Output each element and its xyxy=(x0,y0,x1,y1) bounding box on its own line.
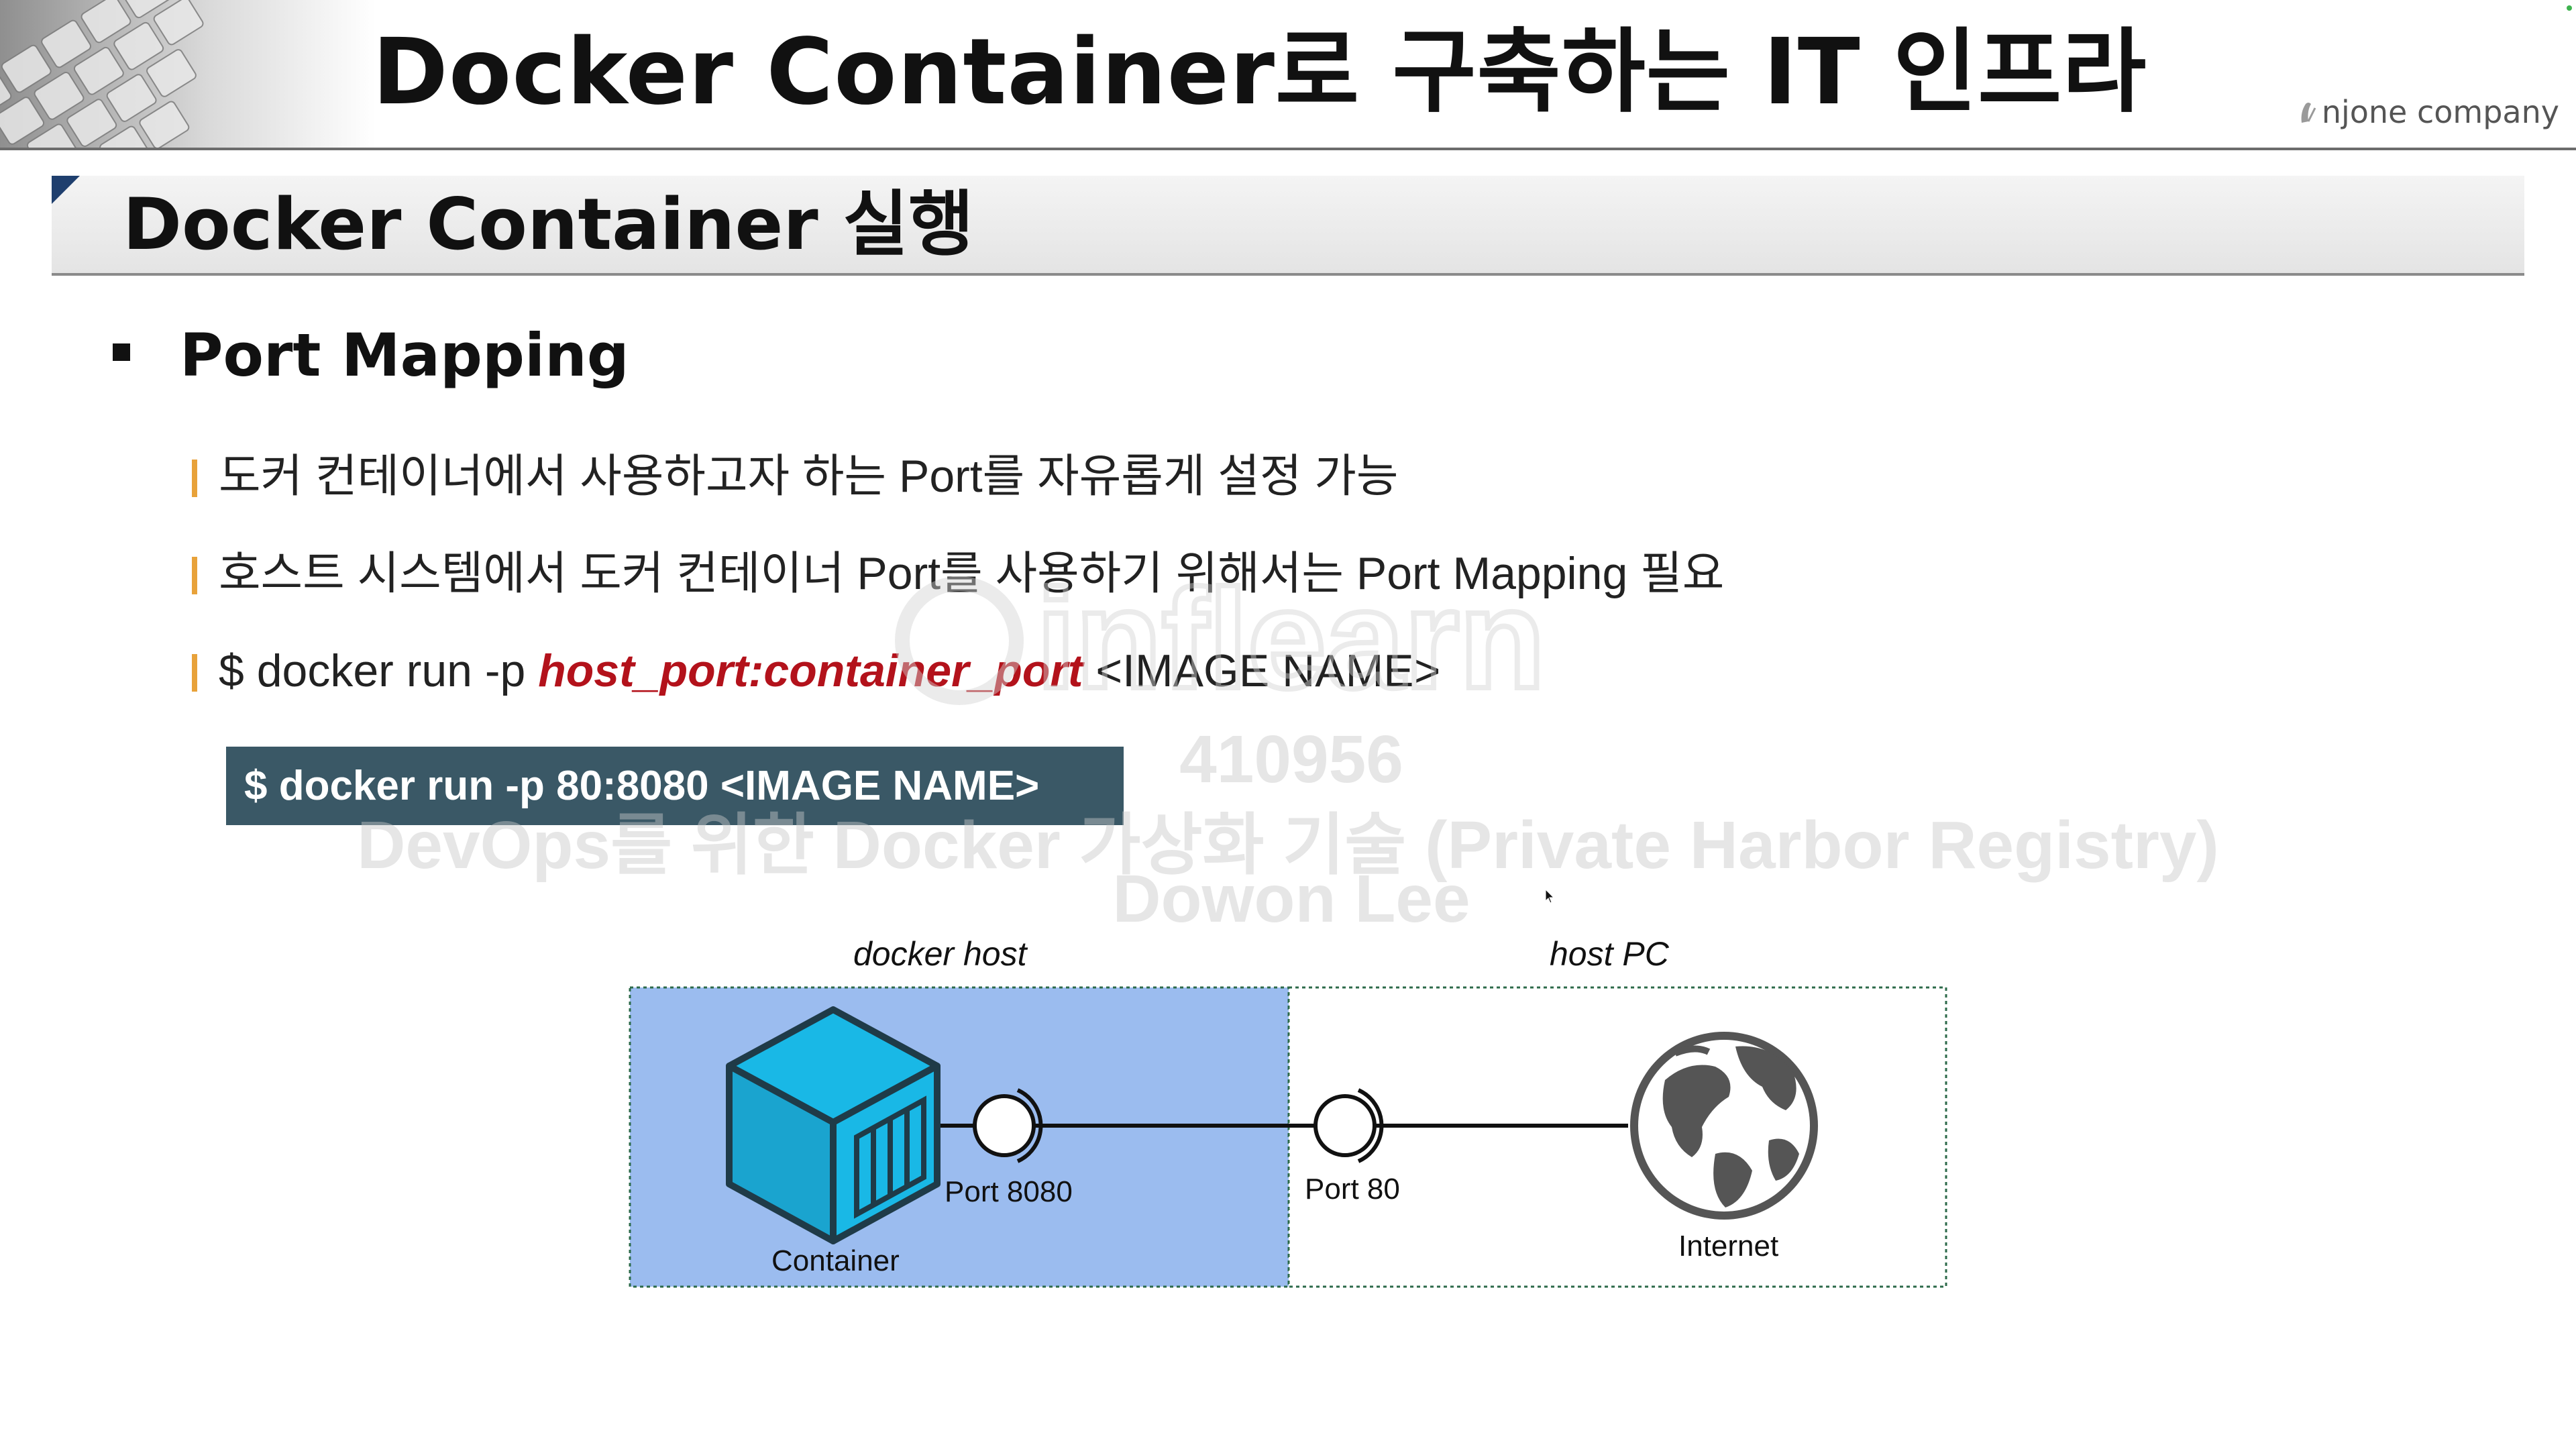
brand-text: njone company xyxy=(2321,94,2559,130)
port-socket-icon xyxy=(973,1088,1043,1163)
port-mapping-diagram xyxy=(629,986,1947,1288)
internet-label: Internet xyxy=(1678,1230,1779,1263)
docker-host-label: docker host xyxy=(853,935,1027,973)
example-command-text: $ docker run -p 80:8080 <IMAGE NAME> xyxy=(244,763,1040,809)
command-prefix: $ docker run -p xyxy=(219,645,539,696)
port-socket-icon xyxy=(1313,1088,1384,1163)
brand-name: njone company xyxy=(2299,94,2559,130)
cursor-icon xyxy=(1545,889,1555,904)
sub-bullet-1: 도커 컨테이너에서 사용하고자 하는 Port를 자유롭게 설정 가능 xyxy=(192,443,1398,510)
keyboard-image xyxy=(0,0,376,149)
command-highlight: host_port:container_port xyxy=(538,645,1083,696)
host-pc-label: host PC xyxy=(1550,935,1669,973)
slide-title: Docker Container로 구축하는 IT 인프라 xyxy=(372,19,2147,125)
sub-bullet-3: $ docker run -p host_port:container_port… xyxy=(192,637,1440,704)
container-port-label: Port 8080 xyxy=(945,1175,1073,1208)
container-cube-icon xyxy=(726,1006,941,1244)
bullet-title: Port Mapping xyxy=(180,321,629,390)
brand-logo-icon xyxy=(2301,103,2316,123)
watermark-id: 410956 xyxy=(1179,722,1403,797)
slide-header xyxy=(0,0,2576,149)
container-label: Container xyxy=(771,1244,900,1277)
sub-bullet-bar xyxy=(192,460,197,497)
section-bar xyxy=(52,176,2524,276)
globe-icon xyxy=(1630,1032,1818,1220)
sub-bullet-text: 호스트 시스템에서 도커 컨테이너 Port를 사용하기 위해서는 Port M… xyxy=(219,548,1725,599)
watermark-course: DevOps를 위한 Docker 가상화 기술 (Private Harbor… xyxy=(357,808,2219,883)
watermark-logo-text: inflearn xyxy=(1036,564,1545,718)
host-port-label: Port 80 xyxy=(1305,1173,1400,1205)
sub-bullet-bar xyxy=(192,654,197,692)
sub-bullet-text: 도커 컨테이너에서 사용하고자 하는 Port를 자유롭게 설정 가능 xyxy=(219,451,1399,502)
sub-bullet-bar xyxy=(192,557,197,594)
command-suffix: <IMAGE NAME> xyxy=(1083,645,1441,696)
host-pc-region xyxy=(1287,986,1947,1288)
watermark-logo: inflearn xyxy=(895,564,1548,718)
bullet-marker xyxy=(113,343,130,361)
sub-bullet-2: 호스트 시스템에서 도커 컨테이너 Port를 사용하기 위해서는 Port M… xyxy=(192,540,1724,607)
watermark-author: Dowon Lee xyxy=(1112,861,1470,936)
header-divider xyxy=(0,148,2576,150)
section-corner-mark xyxy=(52,176,80,204)
example-command-box xyxy=(226,747,1124,825)
status-dot xyxy=(2567,5,2572,11)
section-title: Docker Container 실행 xyxy=(123,183,974,266)
